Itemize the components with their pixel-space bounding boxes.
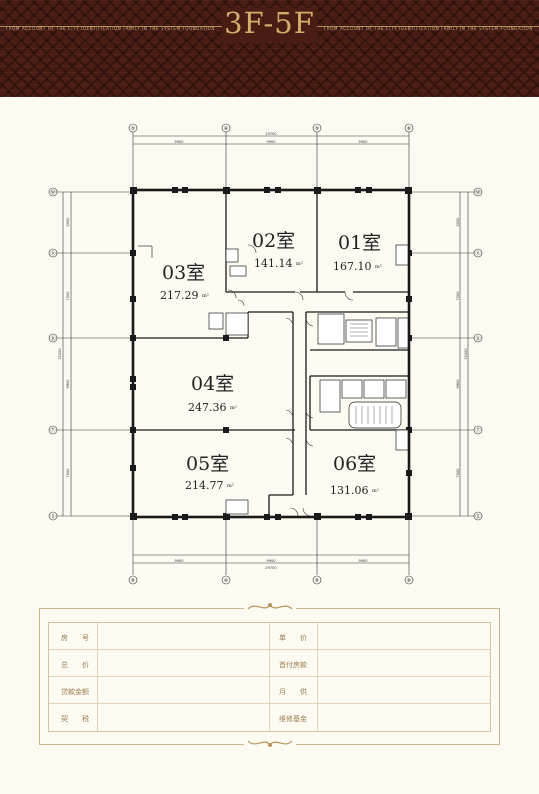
room-01-area: 167.10: [333, 260, 372, 273]
dim-top-total: 29700: [265, 132, 276, 136]
header-rule-left: [0, 26, 222, 27]
dim-right-2: 7000: [456, 292, 460, 301]
label-room-number: 房 号: [61, 634, 89, 642]
room-06-area: 131.06: [330, 484, 369, 497]
header-tagline-left: FROM ACCOUNT OF THE CITY IDENTIFICATION …: [6, 26, 216, 31]
ornament-bottom-icon: [244, 735, 296, 751]
label-deed-tax: 契 税: [61, 715, 89, 723]
dim-top-3: 9900: [359, 140, 368, 144]
dim-left-1: 6000: [66, 218, 70, 227]
dim-left-total: 32000: [58, 348, 62, 359]
dim-left-4: 7000: [66, 469, 70, 478]
axis-top-4: ⑥: [407, 126, 412, 132]
exterior-walls: [131, 188, 411, 519]
axis-bubbles: [48, 123, 483, 585]
door-swings: [227, 244, 354, 517]
axis-bottom-2: ④: [224, 578, 229, 584]
left-dimensions: [55, 191, 135, 517]
axis-bottom-3: ⑤: [315, 578, 319, 584]
dim-right-1: 6000: [456, 218, 460, 227]
axis-top-3: ⑤: [315, 126, 319, 132]
bottom-dimensions: [132, 520, 410, 575]
axis-right-3: Ⓤ: [475, 335, 480, 342]
dim-bottom-total: 29700: [265, 566, 276, 570]
info-table: 房 号 总 价 贷款金额 契 税 单 价 首付房款 月 供 维修基金: [48, 622, 491, 732]
header-tagline-right: FROM ACCOUNT OF THE CITY IDENTIFICATION …: [324, 26, 534, 31]
room-06-name: 06室: [333, 453, 376, 475]
axis-left-4: Ⓣ: [50, 427, 55, 434]
header-banner: FROM ACCOUNT OF THE CITY IDENTIFICATION …: [0, 0, 539, 97]
right-dimensions: [408, 191, 476, 517]
room-02-unit: m²: [296, 261, 303, 267]
header-rule-right: [317, 26, 539, 27]
room-06-unit: m²: [372, 488, 379, 494]
core-fixtures: [208, 244, 409, 515]
dim-top-2: 9900: [267, 140, 276, 144]
dim-bottom-3: 9900: [359, 559, 368, 563]
room-02-area: 141.14: [254, 257, 293, 270]
room-03-area: 217.29: [160, 289, 199, 302]
axis-bottom-4: ⑥: [407, 578, 412, 584]
room-01-unit: m²: [375, 264, 382, 270]
table-row: [49, 677, 490, 704]
label-maintenance-fund: 维修基金: [279, 715, 307, 723]
stair-treads: [350, 323, 393, 424]
label-loan-amount: 贷款金额: [61, 688, 89, 696]
room-04-area: 247.36: [188, 401, 227, 414]
room-labels: 01室 167.10 m² 02室 141.14 m² 03室 217.29 m…: [160, 230, 382, 497]
dim-right-3: 9900: [456, 380, 460, 389]
room-03-name: 03室: [162, 262, 205, 284]
table-row: [49, 650, 490, 677]
room-04-unit: m²: [230, 405, 237, 411]
room-05-area: 214.77: [185, 479, 224, 492]
room-05-name: 05室: [186, 453, 229, 475]
dim-right-4: 7000: [456, 469, 460, 478]
label-unit-price: 单 价: [279, 634, 307, 642]
axis-top-2: ④: [224, 126, 229, 132]
room-02-name: 02室: [252, 230, 295, 252]
table-row: [49, 623, 490, 650]
axis-bottom-1: ⑤: [131, 578, 135, 584]
interior-walls: [133, 190, 409, 517]
top-dimensions: [132, 130, 410, 190]
dim-bottom-1: 9900: [175, 559, 184, 563]
axis-left-1: Ⓦ: [50, 189, 55, 196]
axis-right-4: Ⓣ: [475, 427, 480, 434]
label-monthly-payment: 月 供: [279, 688, 307, 696]
label-total-price: 总 价: [61, 661, 89, 669]
dim-bottom-2: 9900: [267, 559, 276, 563]
dim-left-3: 9900: [66, 380, 70, 389]
label-down-payment: 首付房款: [279, 661, 307, 669]
room-03-unit: m²: [202, 293, 209, 299]
axis-top-1: ⑤: [131, 126, 135, 132]
balcony: [138, 245, 153, 258]
room-04-name: 04室: [191, 373, 234, 395]
axis-right-2: Ⓥ: [475, 250, 480, 257]
dim-right-total: 32000: [464, 348, 468, 359]
floor-plan: ⑤ ④ ⑤ ⑥ ⑤ ④ ⑤ ⑥ Ⓦ Ⓥ Ⓤ Ⓣ Ⓢ Ⓦ Ⓥ Ⓤ Ⓣ Ⓢ 9900…: [48, 123, 483, 585]
axis-right-5: Ⓢ: [475, 513, 480, 520]
dim-left-2: 7000: [66, 292, 70, 301]
floor-title: 3F-5F: [224, 6, 315, 40]
axis-left-5: Ⓢ: [50, 513, 55, 520]
ornament-top-icon: [244, 599, 296, 615]
room-01-name: 01室: [338, 232, 381, 254]
axis-left-3: Ⓤ: [50, 335, 55, 342]
room-05-unit: m²: [227, 483, 234, 489]
axis-left-2: Ⓥ: [50, 250, 55, 257]
axis-right-1: Ⓦ: [475, 189, 480, 196]
dim-top-1: 9900: [175, 140, 184, 144]
